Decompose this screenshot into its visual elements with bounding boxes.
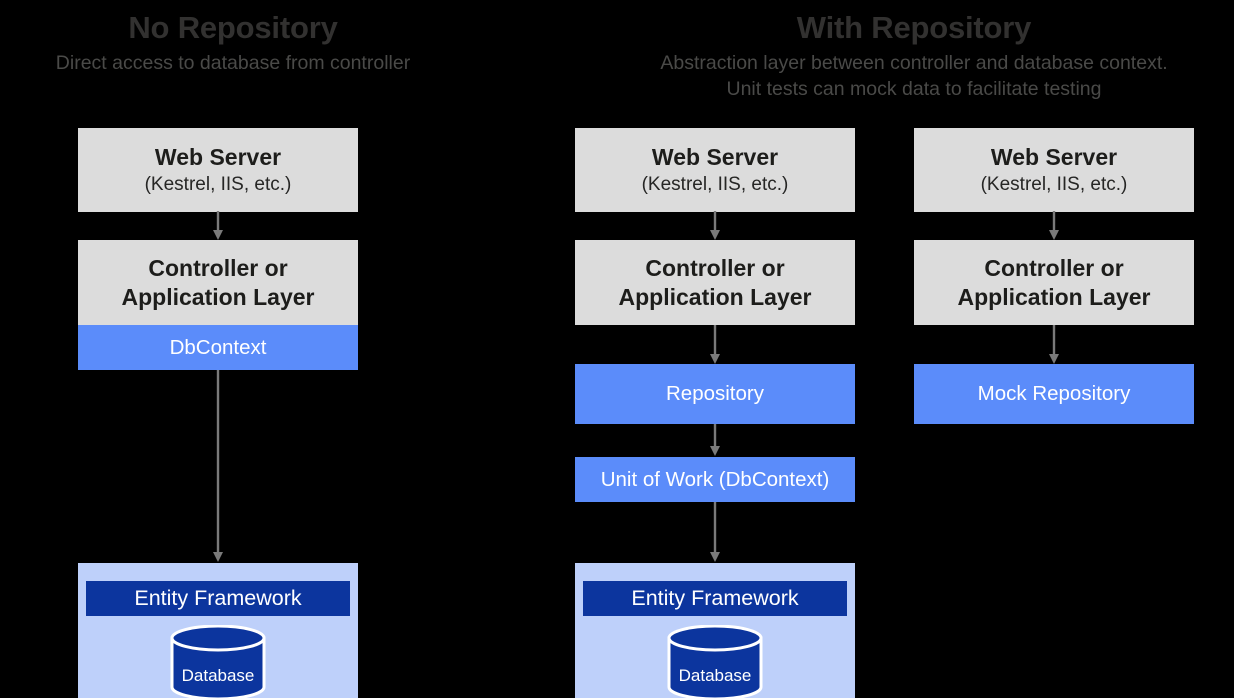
left-entity-framework-bar[interactable]: Entity Framework bbox=[86, 581, 350, 616]
panel-subtitle-with-repository-line1: Abstraction layer between controller and… bbox=[660, 52, 1168, 74]
panel-title-no-repository: No Repository bbox=[128, 10, 338, 45]
left-database-label: Database bbox=[181, 666, 255, 685]
left-web-server-box[interactable]: Web Server (Kestrel, IIS, etc.) bbox=[78, 128, 358, 212]
left-controller-title-line2: Application Layer bbox=[121, 283, 315, 310]
right-controller-box[interactable]: Controller or Application Layer bbox=[914, 240, 1194, 325]
right-web-server-box[interactable]: Web Server (Kestrel, IIS, etc.) bbox=[914, 128, 1194, 212]
arrow-right-webserver-to-controller bbox=[1047, 211, 1061, 241]
arrow-middle-controller-to-repository bbox=[708, 325, 722, 365]
right-web-server-title: Web Server bbox=[990, 144, 1118, 170]
middle-unit-of-work-box[interactable]: Unit of Work (DbContext) bbox=[575, 457, 855, 502]
right-mock-repository-box[interactable]: Mock Repository bbox=[914, 364, 1194, 424]
middle-web-server-title: Web Server bbox=[651, 144, 779, 170]
arrow-middle-repository-to-unitofwork bbox=[708, 424, 722, 457]
right-web-server-subtitle: (Kestrel, IIS, etc.) bbox=[980, 174, 1128, 195]
right-mock-repository-label: Mock Repository bbox=[977, 382, 1131, 405]
left-controller-box[interactable]: Controller or Application Layer bbox=[78, 240, 358, 325]
left-web-server-title: Web Server bbox=[154, 144, 282, 170]
arrow-left-webserver-to-controller bbox=[211, 211, 225, 241]
panel-subtitle-with-repository-line2: Unit tests can mock data to facilitate t… bbox=[726, 78, 1102, 100]
middle-unit-of-work-label: Unit of Work (DbContext) bbox=[600, 467, 830, 491]
right-controller-title-line2: Application Layer bbox=[957, 283, 1151, 310]
middle-repository-box[interactable]: Repository bbox=[575, 364, 855, 424]
middle-entity-framework-label: Entity Framework bbox=[631, 586, 799, 610]
middle-controller-box[interactable]: Controller or Application Layer bbox=[575, 240, 855, 325]
left-dbcontext-box[interactable]: DbContext bbox=[78, 325, 358, 370]
left-database-cylinder[interactable]: Database bbox=[168, 625, 268, 698]
panel-title-with-repository: With Repository bbox=[796, 10, 1032, 45]
middle-entity-framework-bar[interactable]: Entity Framework bbox=[583, 581, 847, 616]
middle-web-server-box[interactable]: Web Server (Kestrel, IIS, etc.) bbox=[575, 128, 855, 212]
right-controller-title-line1: Controller or bbox=[984, 254, 1124, 281]
arrow-left-dbcontext-to-entityframework bbox=[211, 370, 225, 563]
left-dbcontext-label: DbContext bbox=[169, 335, 267, 359]
arrow-right-controller-to-mockrepository bbox=[1047, 325, 1061, 365]
middle-controller-title-line1: Controller or bbox=[645, 254, 785, 281]
arrow-middle-unitofwork-to-entityframework bbox=[708, 502, 722, 563]
panel-subtitle-no-repository: Direct access to database from controlle… bbox=[55, 52, 411, 74]
middle-database-label: Database bbox=[678, 666, 752, 685]
middle-web-server-subtitle: (Kestrel, IIS, etc.) bbox=[641, 174, 789, 195]
middle-repository-label: Repository bbox=[666, 382, 764, 405]
left-web-server-subtitle: (Kestrel, IIS, etc.) bbox=[144, 174, 292, 195]
middle-controller-title-line2: Application Layer bbox=[618, 283, 812, 310]
left-entity-framework-label: Entity Framework bbox=[134, 586, 302, 610]
middle-database-cylinder[interactable]: Database bbox=[665, 625, 765, 698]
left-controller-title-line1: Controller or bbox=[148, 254, 288, 281]
arrow-middle-webserver-to-controller bbox=[708, 211, 722, 241]
